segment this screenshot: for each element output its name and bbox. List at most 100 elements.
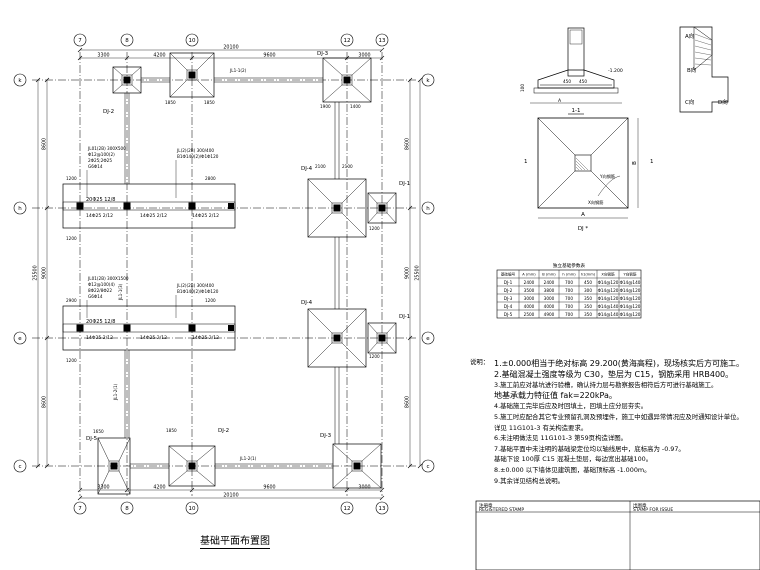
dim-text: 9600 xyxy=(263,485,275,491)
footing-slope xyxy=(386,322,397,334)
dim-tick xyxy=(44,205,50,211)
dj-slope xyxy=(537,170,576,209)
table-cell: Φ14@120 xyxy=(620,304,641,309)
section-label: 1-1 xyxy=(572,108,581,114)
table-cell: 700 xyxy=(565,280,573,285)
table-cell: 450 xyxy=(584,280,592,285)
table-cell: 3800 xyxy=(544,288,555,293)
footing-slope xyxy=(118,470,131,495)
strip-label: 20Φ25 12/8 xyxy=(86,319,115,325)
table-cell: Φ14@120 xyxy=(620,288,641,293)
footing-slope xyxy=(168,470,188,487)
dj-hatch xyxy=(575,157,589,171)
footing-outline xyxy=(169,52,215,98)
beam-note: B1Φ140(2)/Φ1Φ120 xyxy=(177,154,219,159)
grid-label-y: h xyxy=(18,206,22,212)
grid-label-x: 12 xyxy=(344,506,351,512)
dim-tick xyxy=(379,47,385,53)
beam-note: 8Φ22/8Φ22 xyxy=(88,288,112,293)
footing-slope xyxy=(322,57,343,76)
grid-bubble xyxy=(340,501,354,515)
footing-label: DJ-2 xyxy=(218,428,229,434)
grid-label-y: k xyxy=(18,78,22,84)
column-block xyxy=(110,462,118,470)
stamp-label: 注册章 xyxy=(479,504,493,509)
dim-tick xyxy=(44,463,50,469)
dim-text: 3300 xyxy=(97,53,109,59)
footing-pedestal xyxy=(376,332,388,344)
strip-footing xyxy=(62,183,236,229)
grid-bubble xyxy=(120,33,134,47)
footing-label: DJ-3 xyxy=(320,433,332,439)
footing-slope xyxy=(307,342,333,368)
footing-label: DJ-4 xyxy=(301,166,313,172)
strip-dim: 1200 xyxy=(66,236,77,241)
footing-pedestal xyxy=(341,74,353,86)
dim-tick xyxy=(189,55,195,61)
footing-pedestal xyxy=(351,460,363,472)
strip-outline xyxy=(62,183,236,229)
dj-section-mark: 1 xyxy=(524,159,528,165)
dim-text: 8600 xyxy=(405,138,411,150)
table-cell: Φ14@120 xyxy=(598,296,619,301)
footing xyxy=(168,445,216,487)
dim-tick xyxy=(44,335,50,341)
note-item: 9.其余详见结构总说明。 xyxy=(494,476,565,485)
dim-tick xyxy=(379,55,385,61)
grid-label-x: 13 xyxy=(379,38,386,44)
footing-slope xyxy=(361,470,382,489)
table-title: 独立基础参数表 xyxy=(553,262,586,269)
issue-label: 出图章 xyxy=(633,504,647,509)
dim-tick xyxy=(379,487,385,493)
strip-rebar: 14Φ25 2/12 xyxy=(86,335,113,341)
dim-text: 8600 xyxy=(42,396,48,408)
grid-label-x: 10 xyxy=(189,38,196,44)
table-cell: 700 xyxy=(565,304,573,309)
dim-tick xyxy=(77,487,83,493)
footing-dim: 1850 xyxy=(204,100,215,105)
beam-note: B1Φ140(2)/Φ1Φ120 xyxy=(177,289,219,294)
dim-total: 20100 xyxy=(223,45,238,51)
strip-dim: 2900 xyxy=(66,298,77,303)
footing-slope xyxy=(322,84,343,103)
footing-dim: 1650 xyxy=(93,429,104,434)
dim-text: 3300 xyxy=(97,485,109,491)
table-cell: DJ-2 xyxy=(504,288,513,293)
footing xyxy=(367,322,397,354)
beam-note: Φ12@100(4) xyxy=(88,282,115,287)
hatch-line xyxy=(694,57,712,61)
footing-slope xyxy=(131,84,142,94)
beam-label: JL1-1(3) xyxy=(118,283,123,301)
dim-tick xyxy=(77,495,83,501)
dim-text: 9000 xyxy=(42,267,48,279)
table-header: h1(mm) xyxy=(581,273,596,277)
footing-outline xyxy=(307,178,367,238)
dj-hatch xyxy=(575,166,580,171)
table-cell: 700 xyxy=(565,288,573,293)
footing xyxy=(332,443,382,489)
column-label: D向 xyxy=(718,98,728,106)
beam-note: JL(2)(2B) 300/400 xyxy=(176,283,214,288)
footing-slope xyxy=(112,84,123,94)
footing-slope xyxy=(341,308,367,334)
footing-slope xyxy=(361,443,382,462)
footing-slope xyxy=(351,84,372,103)
grid-bubble xyxy=(421,331,435,345)
column-block xyxy=(123,202,131,210)
footing-slope xyxy=(112,66,123,76)
note-item: 4.基础施工完毕后应及时回填土，回填土应分层夯实。 xyxy=(494,402,648,411)
footing-slope xyxy=(118,437,131,462)
issue-sub: STAMP FOR ISSUE xyxy=(633,508,674,513)
column-label: C向 xyxy=(685,98,694,106)
dim-tick xyxy=(417,77,423,83)
grid-label-y: c xyxy=(18,464,21,470)
footing-outline xyxy=(112,66,142,94)
cushion xyxy=(533,87,619,94)
strip-rebar: 14Φ25 2/12 xyxy=(140,213,167,219)
grid-label-y: k xyxy=(426,78,430,84)
table-cell: Φ14@120 xyxy=(620,296,641,301)
footing xyxy=(322,57,372,103)
